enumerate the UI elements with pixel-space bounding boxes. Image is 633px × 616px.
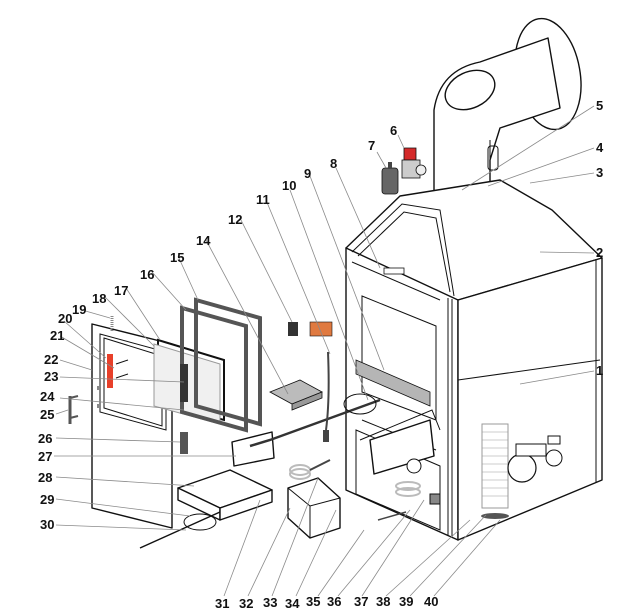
flue-pipe-elbow <box>433 17 582 201</box>
part-label-11: 11 <box>256 192 270 207</box>
sensor-rod <box>249 351 381 448</box>
part-label-2: 2 <box>596 245 603 260</box>
expansion-hose <box>481 423 509 519</box>
part-label-17: 17 <box>114 283 128 298</box>
air-vent <box>381 162 399 195</box>
control-box <box>287 477 341 539</box>
part-label-34: 34 <box>285 596 300 611</box>
stove-body <box>345 179 603 541</box>
part-label-26: 26 <box>38 431 52 446</box>
part-label-32: 32 <box>239 596 253 611</box>
part-label-39: 39 <box>399 594 413 609</box>
grate <box>269 379 323 411</box>
thermostat-coil <box>289 459 331 480</box>
part-label-33: 33 <box>263 595 277 610</box>
part-label-4: 4 <box>596 140 604 155</box>
part-label-1: 1 <box>596 363 603 378</box>
part-label-14: 14 <box>196 233 211 248</box>
door <box>91 323 173 529</box>
circulation-pump <box>507 435 563 483</box>
cpu-and-switch <box>288 321 333 337</box>
part-label-27: 27 <box>38 449 52 464</box>
part-label-21: 21 <box>50 328 64 343</box>
part-label-8: 8 <box>330 156 337 171</box>
part-label-28: 28 <box>38 470 52 485</box>
part-label-5: 5 <box>596 98 603 113</box>
part-label-6: 6 <box>390 123 397 138</box>
part-label-15: 15 <box>170 250 184 265</box>
part-label-36: 36 <box>327 594 341 609</box>
part-label-9: 9 <box>304 166 311 181</box>
glass-and-gaskets <box>110 297 262 454</box>
bracket <box>231 431 275 467</box>
door-handle <box>68 395 79 424</box>
part-label-37: 37 <box>354 594 368 609</box>
part-label-12: 12 <box>228 212 242 227</box>
part-label-3: 3 <box>596 165 603 180</box>
part-label-23: 23 <box>44 369 58 384</box>
safety-valve <box>401 147 427 179</box>
valves <box>377 458 441 521</box>
part-label-38: 38 <box>376 594 390 609</box>
part-label-20: 20 <box>58 311 72 326</box>
part-label-19: 19 <box>72 302 86 317</box>
part-label-7: 7 <box>368 138 375 153</box>
part-label-10: 10 <box>282 178 296 193</box>
part-label-30: 30 <box>40 517 54 532</box>
part-label-31: 31 <box>215 596 229 611</box>
part-label-40: 40 <box>424 594 438 609</box>
part-label-25: 25 <box>40 407 54 422</box>
part-label-18: 18 <box>92 291 106 306</box>
leader-lines <box>54 105 595 597</box>
part-label-24: 24 <box>40 389 55 404</box>
part-label-29: 29 <box>40 492 54 507</box>
part-label-22: 22 <box>44 352 58 367</box>
part-label-16: 16 <box>140 267 154 282</box>
part-labels: 1 2 3 4 5 6 7 8 9 10 11 12 14 15 16 17 1… <box>38 98 604 611</box>
ash-pan <box>177 469 273 521</box>
part-label-35: 35 <box>306 594 320 609</box>
